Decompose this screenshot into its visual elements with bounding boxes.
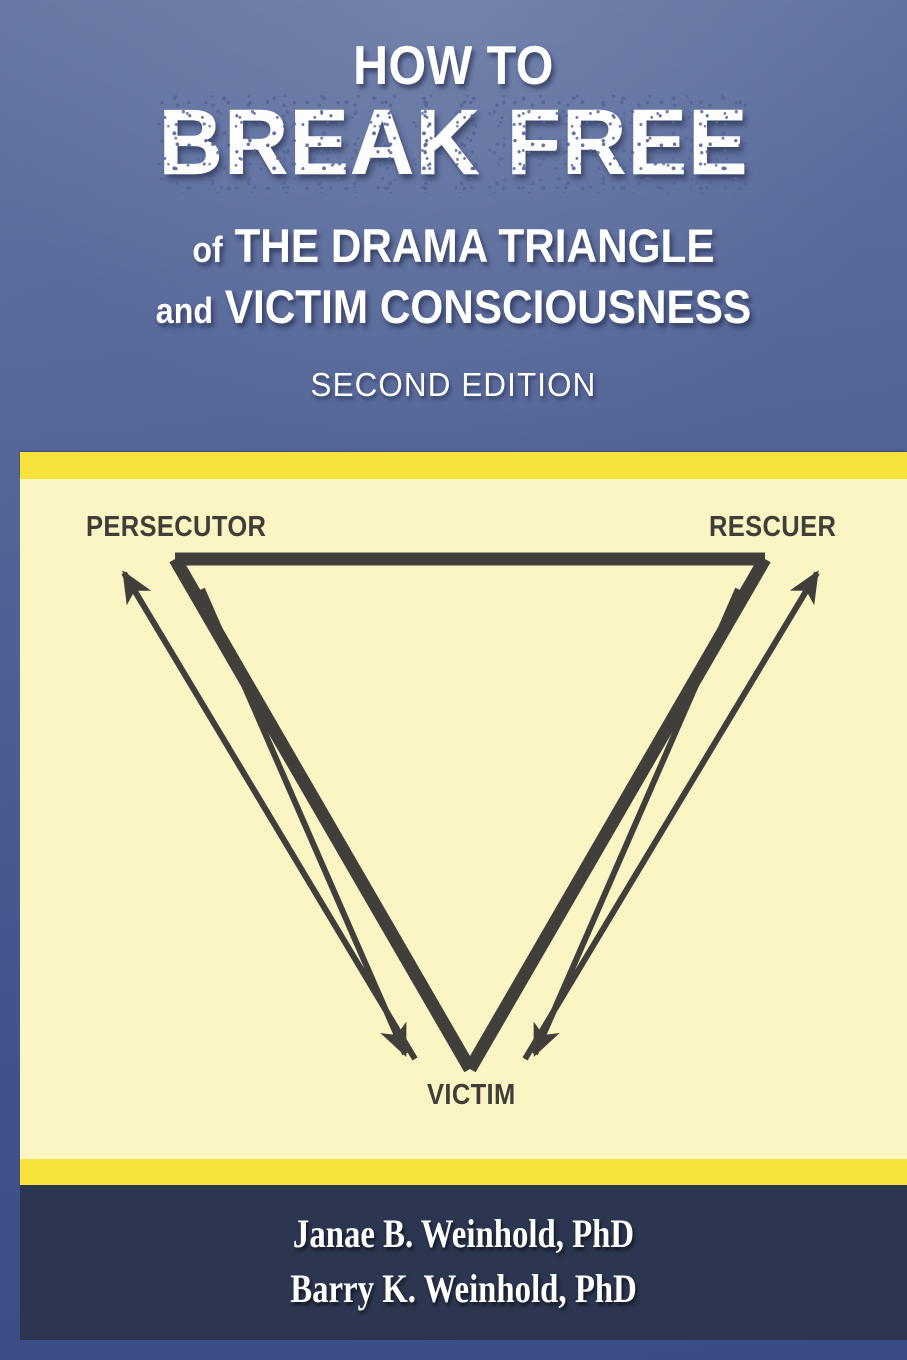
title-line-drama-triangle: of THE DRAMA TRIANGLE — [45, 222, 861, 269]
drama-triangle-panel: PERSECUTOR RESCUER VICTIM — [20, 479, 907, 1159]
accent-bar-bottom — [20, 1159, 907, 1185]
triangle-outline — [169, 552, 771, 1073]
title-victim-consciousness-text: VICTIM CONSCIOUSNESS — [224, 280, 752, 333]
arrow-persecutor-to-victim — [199, 587, 408, 1057]
author-block: Janae B. Weinhold, PhD Barry K. Weinhold… — [20, 1185, 907, 1340]
arrow-victim-to-rescuer — [522, 570, 820, 1061]
diagram-label-persecutor: PERSECUTOR — [86, 511, 267, 543]
arrow-rescuer-to-victim — [532, 587, 741, 1057]
author-name-primary: Janae B. Weinhold, PhD — [292, 1211, 635, 1256]
edition-label: SECOND EDITION — [310, 366, 597, 403]
title-block: HOW TO BREAK FREE of THE DRAMA TRIANGLE … — [0, 0, 907, 452]
title-line-victim-consciousness: and VICTIM CONSCIOUSNESS — [45, 283, 861, 330]
title-connector-of: of — [192, 230, 223, 270]
title-line-how-to: HOW TO — [353, 34, 554, 96]
drama-triangle-graphic — [121, 552, 820, 1073]
triangle-arrows — [121, 570, 820, 1061]
title-drama-triangle-text: THE DRAMA TRIANGLE — [234, 219, 715, 272]
author-name-secondary: Barry K. Weinhold, PhD — [290, 1266, 637, 1311]
arrow-victim-to-persecutor — [121, 570, 418, 1061]
title-break-free-text: BREAK FREE — [156, 90, 750, 194]
title-connector-and: and — [155, 291, 213, 331]
diagram-label-victim: VICTIM — [427, 1079, 516, 1111]
title-line-break-free: BREAK FREE — [18, 90, 889, 194]
accent-bar-top — [20, 452, 907, 479]
diagram-label-rescuer: RESCUER — [709, 511, 837, 543]
